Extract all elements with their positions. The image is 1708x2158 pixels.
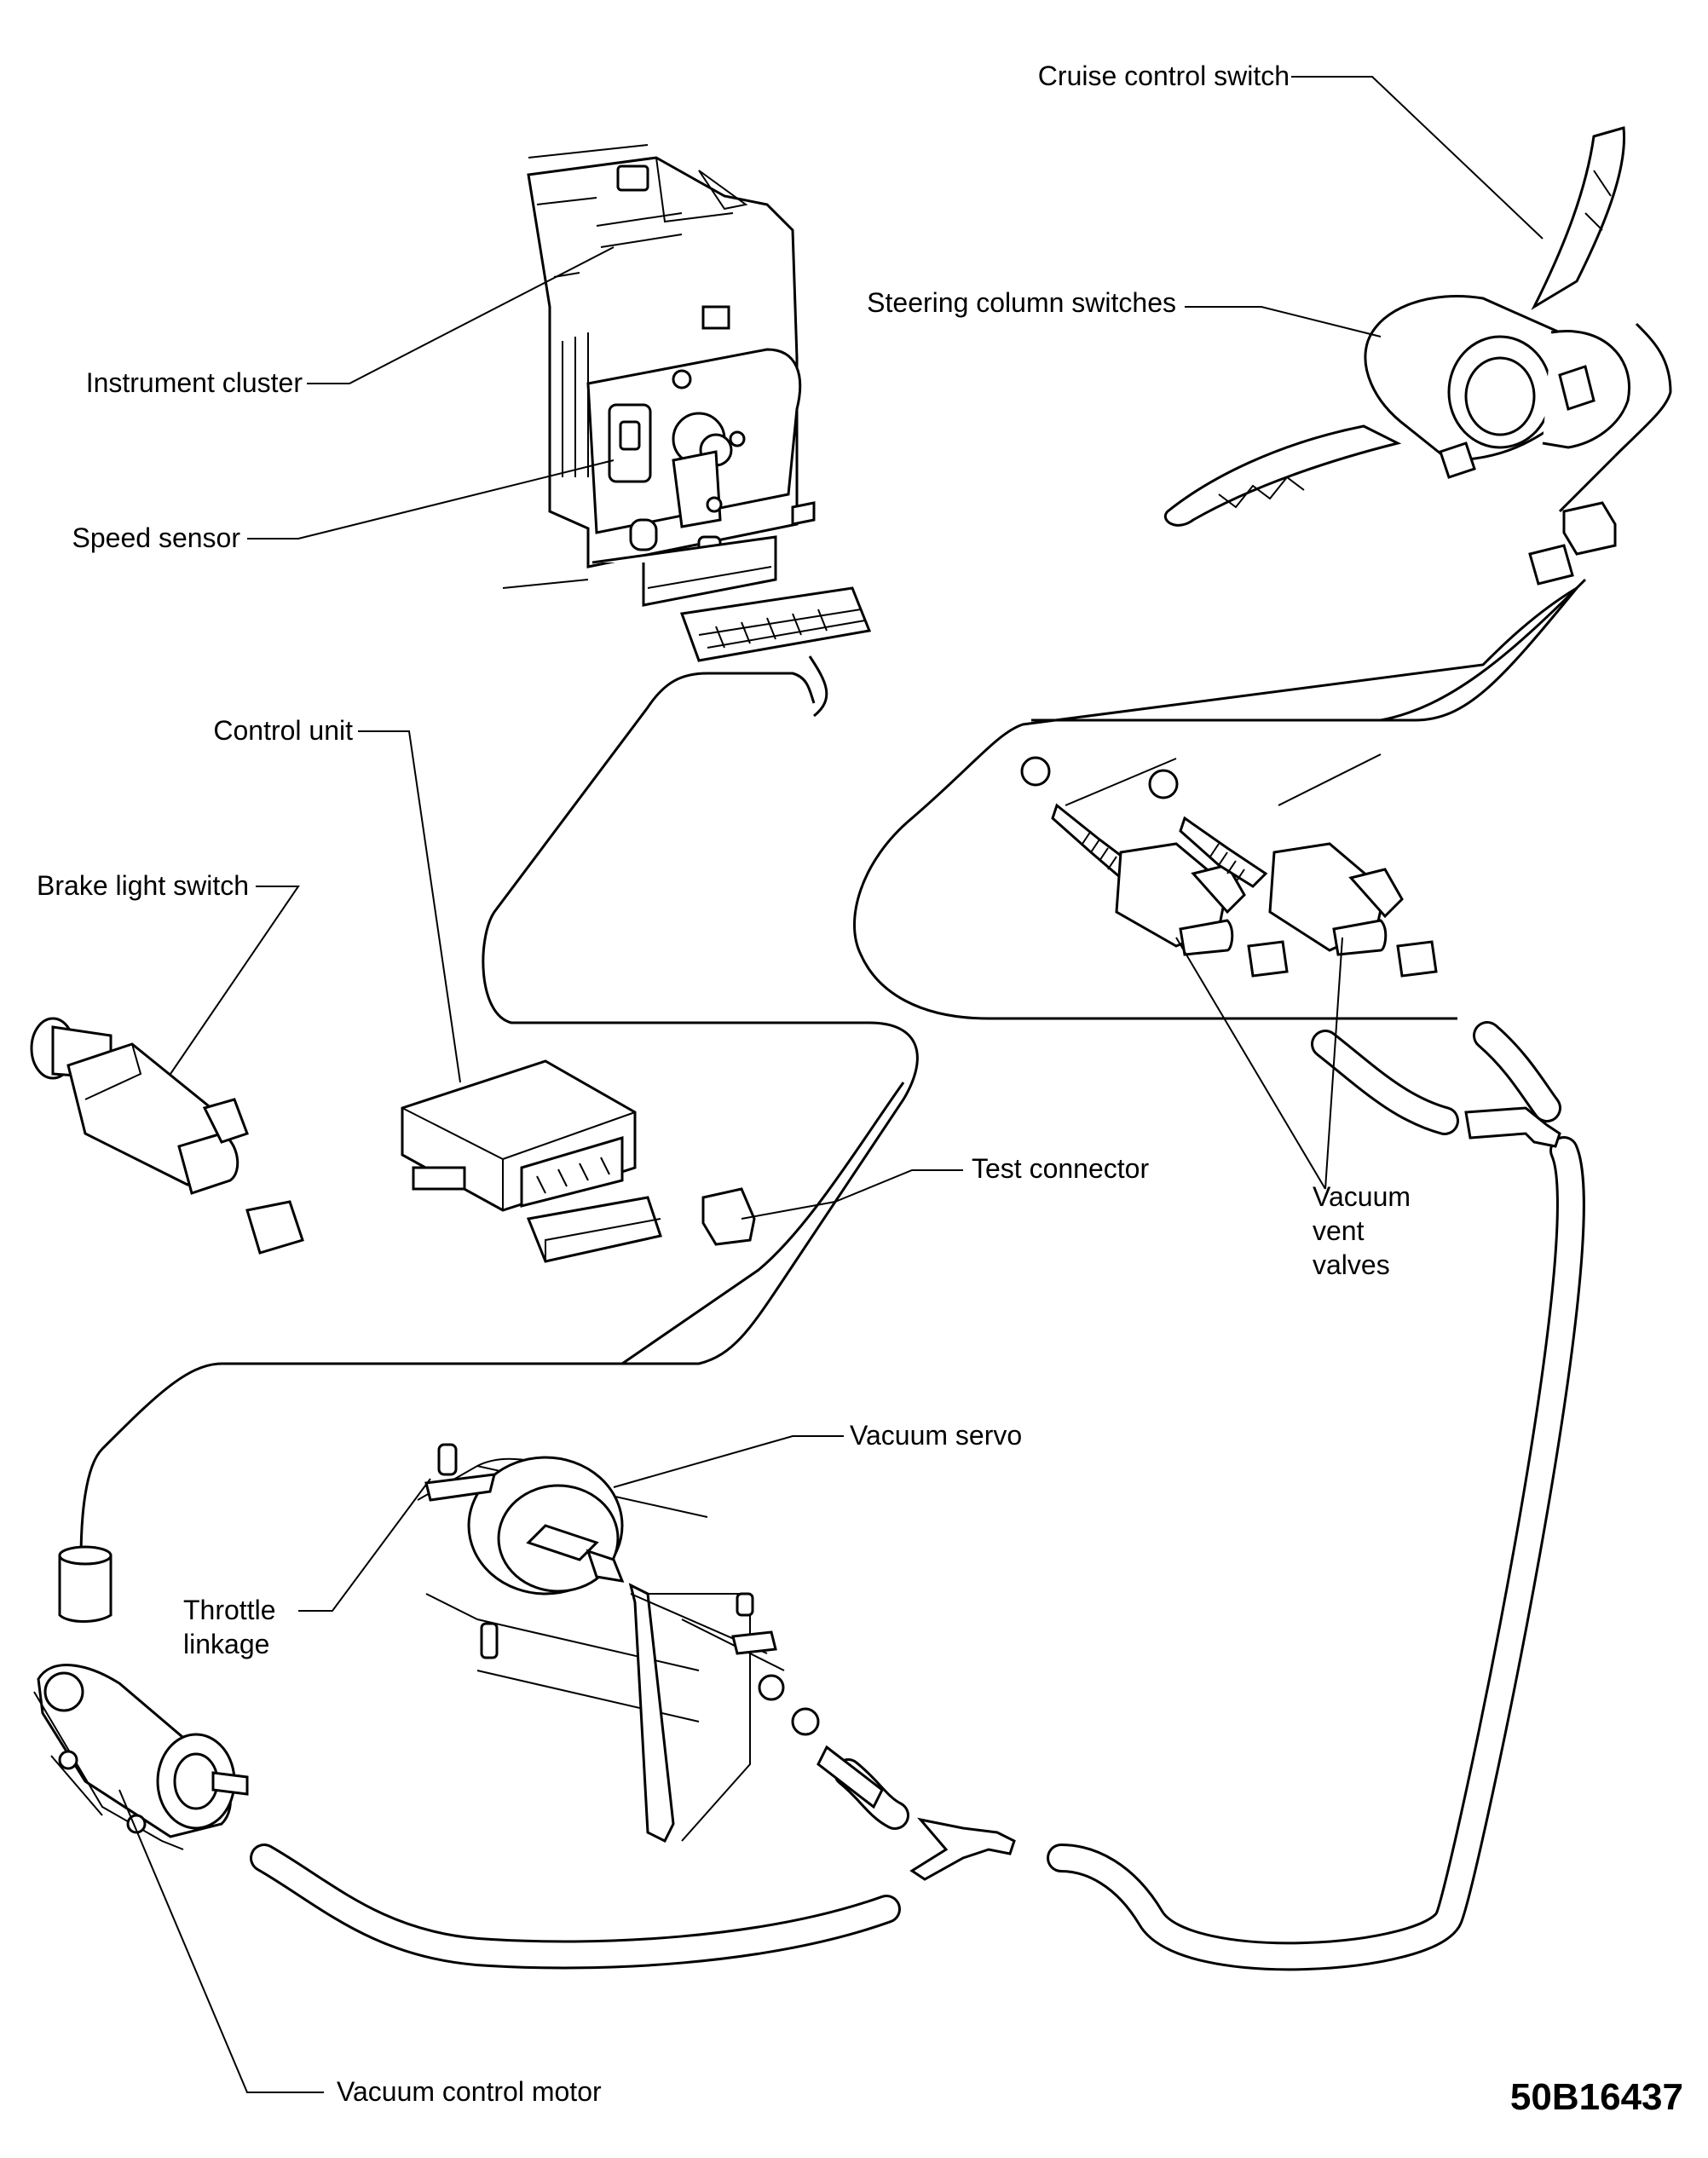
vacuum-control-motor-part [33,1545,249,1850]
label-speed-sensor: Speed sensor [72,522,241,553]
label-throttle-linkage-line2: linkage [183,1629,269,1659]
vacuum-vent-valves-part [1020,756,1438,978]
leader-vacuum-vent-valves [1175,937,1343,1190]
leader-brake-light-switch [170,886,300,1075]
label-throttle-linkage-line1: Throttle [183,1595,275,1625]
brake-light-switch-part [30,1017,304,1255]
instrument-cluster-part [502,144,872,718]
steering-column-switches-part [1163,126,1630,586]
wiring-harness [79,672,919,1561]
vacuum-hoses [250,1021,1585,1971]
leader-cruise-control-switch [1291,76,1544,239]
leader-steering-column-switches [1185,306,1382,338]
label-steering-column-switches: Steering column switches [867,287,1176,318]
label-vacuum-vent-valves-line1: Vacuum [1313,1181,1411,1212]
control-unit-part [401,1059,756,1263]
leader-test-connector [741,1169,963,1220]
label-vacuum-control-motor: Vacuum control motor [337,2076,602,2107]
label-vacuum-servo: Vacuum servo [850,1420,1022,1451]
label-cruise-control-switch: Cruise control switch [1038,61,1290,91]
label-test-connector: Test connector [972,1153,1149,1184]
leader-lines [118,76,1544,2093]
leader-instrument-cluster [307,246,615,384]
valve-harness [853,586,1578,1020]
figure-code: 50B16437 [1510,2076,1683,2118]
leader-vacuum-servo [613,1435,844,1488]
leader-throttle-linkage [298,1478,431,1612]
leader-control-unit [358,730,461,1083]
leader-vacuum-control-motor [118,1789,324,2093]
label-vacuum-vent-valves-line2: vent [1313,1215,1365,1246]
label-brake-light-switch: Brake light switch [37,870,249,901]
leader-speed-sensor [247,459,615,540]
vacuum-servo-part [417,1443,884,1844]
label-vacuum-vent-valves-line3: valves [1313,1249,1390,1280]
label-control-unit: Control unit [213,715,353,746]
label-instrument-cluster: Instrument cluster [86,367,303,398]
